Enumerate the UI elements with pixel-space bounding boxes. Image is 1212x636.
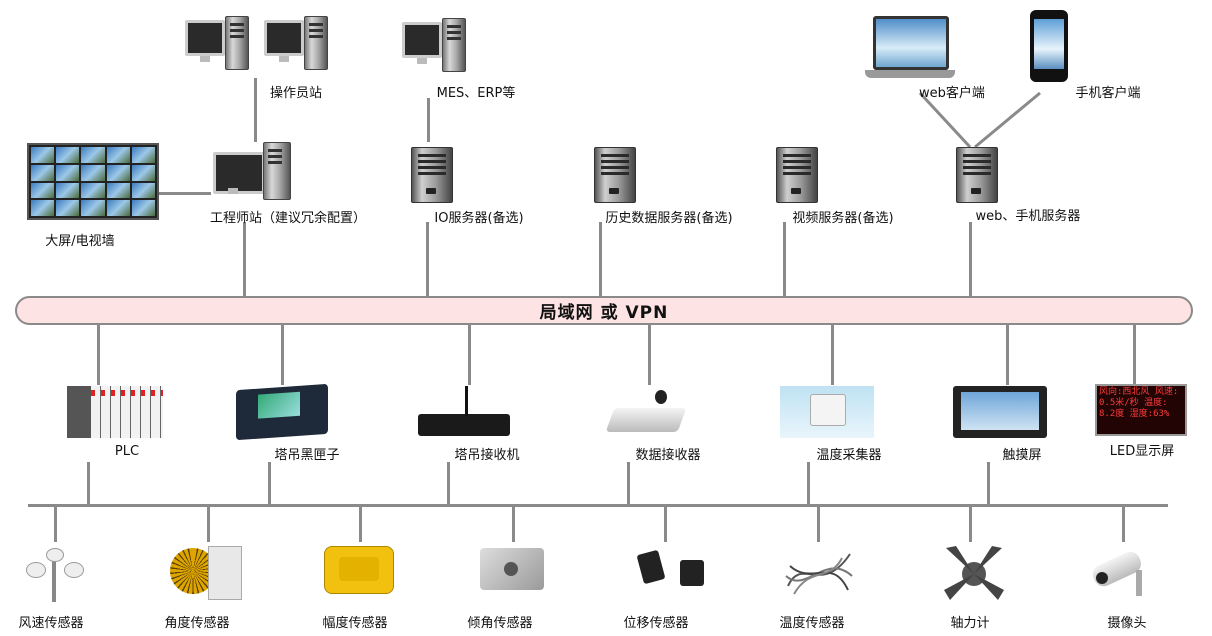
link-history-bus [599, 222, 602, 296]
engineer-station-label: 工程师站（建议冗余配置） [209, 211, 367, 226]
link-fieldbus-tilt [512, 504, 515, 542]
link-bus-touchscreen [1006, 325, 1009, 385]
link-blackbox-fieldbus [268, 462, 271, 504]
device-label-blackbox: 塔吊黑匣子 [274, 448, 340, 463]
plc-icon [67, 386, 163, 438]
mobile-phone-icon [1030, 10, 1068, 82]
device-label-data-receiver: 数据接收器 [635, 448, 701, 463]
phone-client-label: 手机客户端 [1075, 86, 1141, 101]
link-bus-led [1133, 325, 1136, 385]
link-fieldbus-axialforce [969, 504, 972, 542]
video-wall-icon [27, 143, 159, 220]
amplitude-sensor-icon [324, 546, 394, 594]
link-io-bus [426, 222, 429, 296]
touchscreen-icon [953, 386, 1047, 438]
io-server-label: IO服务器(备选) [434, 211, 524, 226]
link-plc-fieldbus [87, 462, 90, 504]
history-server-label: 历史数据服务器(备选) [605, 211, 733, 226]
device-label-temperature-collector: 温度采集器 [816, 448, 882, 463]
link-fieldbus-amplitude [359, 504, 362, 542]
link-mes-io [427, 98, 430, 142]
link-tempcollector-fieldbus [807, 462, 810, 504]
sensor-label-axial-force: 轴力计 [950, 616, 990, 631]
blackbox-icon [236, 383, 328, 441]
link-engineer-bus [243, 222, 246, 296]
sensor-label-amplitude: 幅度传感器 [322, 616, 388, 631]
link-bus-tempcollector [831, 325, 834, 385]
led-screen-text: 风向:西北风 风速: 0.5米/秒 温度: 8.2度 湿度:63% [1099, 387, 1179, 419]
io-server-icon [411, 147, 453, 203]
history-server-icon [594, 147, 636, 203]
video-server-label: 视频服务器(备选) [792, 211, 894, 226]
tilt-sensor-icon [480, 548, 544, 590]
web-server-icon [956, 147, 998, 203]
link-bus-plc [97, 325, 100, 385]
device-label-led: LED显示屏 [1109, 444, 1175, 459]
sensor-label-wind: 风速传感器 [18, 616, 84, 631]
link-touchscreen-fieldbus [987, 462, 990, 504]
sensor-label-angle: 角度传感器 [164, 616, 230, 631]
sensor-label-camera: 摄像头 [1107, 616, 1147, 631]
link-bus-receiver [468, 325, 471, 385]
link-fieldbus-angle [207, 504, 210, 542]
link-web-bus [969, 222, 972, 296]
link-receiver-fieldbus [447, 462, 450, 504]
lan-vpn-bus: 局域网 或 VPN [15, 296, 1193, 325]
mes-label: MES、ERP等 [436, 86, 516, 101]
sensor-label-temperature: 温度传感器 [779, 616, 845, 631]
operator-station-label: 操作员站 [269, 86, 323, 101]
link-fieldbus-wind [54, 504, 57, 542]
sensor-label-displacement: 位移传感器 [623, 616, 689, 631]
device-label-plc: PLC [114, 444, 140, 459]
link-bus-datareceiver [648, 325, 651, 385]
led-screen-icon: 风向:西北风 风速: 0.5米/秒 温度: 8.2度 湿度:63% [1095, 384, 1187, 436]
device-label-touchscreen: 触摸屏 [1002, 448, 1042, 463]
link-wall-engineer [159, 192, 211, 195]
link-fieldbus-camera [1122, 504, 1125, 542]
temperature-sensor-icon [785, 553, 853, 595]
video-server-icon [776, 147, 818, 203]
link-fieldbus-temperature [817, 504, 820, 542]
link-video-bus [783, 222, 786, 296]
link-datareceiver-fieldbus [627, 462, 630, 504]
web-client-label: web客户端 [919, 86, 985, 101]
link-fieldbus-displacement [664, 504, 667, 542]
field-bus [28, 504, 1168, 507]
sensor-label-tilt: 倾角传感器 [467, 616, 533, 631]
link-bus-blackbox [281, 325, 284, 385]
temperature-collector-icon [780, 386, 874, 438]
device-label-receiver: 塔吊接收机 [454, 448, 520, 463]
link-clients-webserver [918, 91, 1041, 149]
link-operator-engineer [254, 78, 257, 142]
bigscreen-label: 大屏/电视墙 [45, 234, 115, 249]
axial-force-meter-icon [944, 546, 1004, 600]
web-server-label: web、手机服务器 [975, 209, 1081, 224]
